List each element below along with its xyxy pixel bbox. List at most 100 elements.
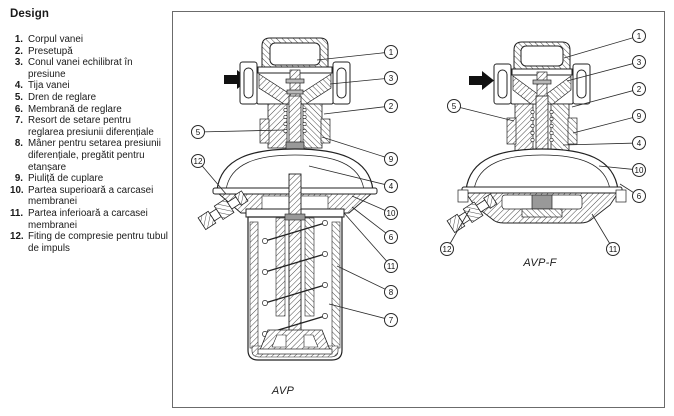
callout-leader-line [316, 51, 392, 61]
callout-balloon [440, 242, 454, 256]
callout-leader-line [323, 105, 392, 115]
parts-list-item: 8. Mâner pentru setarea presiunii diferen… [10, 138, 174, 173]
parts-list-item: 7. Resort de setare pentru reglarea presi… [10, 115, 174, 138]
part-description: Piuliță de cuplare [28, 173, 104, 185]
callout-leader-line [351, 206, 392, 238]
callout-balloon [632, 136, 646, 150]
callout-number: 10 [387, 209, 396, 218]
parts-list-item: 5. Dren de reglare [10, 92, 174, 104]
callout-leader-line [453, 105, 515, 122]
part-description: Partea inferioară a carcasei membranei [28, 207, 148, 231]
part-number: 5. [14, 91, 23, 103]
part-number: 7. [14, 115, 23, 127]
part-description: Mâner pentru setarea presiunii diferenți… [28, 138, 161, 173]
callout-balloon [632, 163, 646, 177]
callout-number: 6 [389, 233, 394, 242]
parts-list-item: 11. Partea inferioară a carcasei membrane… [10, 208, 174, 231]
part-description: Fiting de compresie pentru tubul de impu… [28, 231, 168, 254]
parts-list-item: 6.Membrană de reglare [10, 104, 174, 116]
avp-valve-drawing [197, 37, 378, 361]
callout-number: 4 [637, 139, 642, 148]
callout-balloon [632, 189, 646, 203]
callout-number: 11 [387, 262, 396, 271]
part-number: 9. [14, 173, 23, 185]
part-number: 3. [14, 57, 23, 69]
callout-leader-line [566, 61, 640, 82]
callout-number: 11 [609, 245, 618, 254]
callout-leader-line [571, 88, 640, 108]
part-description: Corpul vanei [28, 34, 84, 45]
callout-leader-line [308, 165, 392, 187]
avpf-valve-drawing [446, 41, 627, 234]
part-number: 11. [10, 207, 24, 219]
callout-number: 9 [389, 155, 394, 164]
callout-leader-line [572, 115, 640, 134]
part-number: 10. [10, 184, 24, 196]
callout-number: 6 [637, 192, 642, 201]
callout-balloon [606, 242, 620, 256]
callout-balloon [632, 55, 646, 69]
part-number: 8. [14, 138, 23, 150]
parts-list-item: 9. Piuliță de cuplare [10, 173, 174, 185]
part-description: Resort de setare pentru reglarea presiun… [28, 115, 154, 138]
callout-number: 8 [389, 288, 394, 297]
callout-leader-line [329, 77, 392, 85]
callout-number: 1 [389, 48, 394, 57]
callout-number: 10 [635, 166, 644, 175]
callout-balloon [447, 99, 461, 113]
callout-balloon [384, 259, 398, 273]
part-number: 4. [14, 80, 23, 92]
callout-balloon [632, 109, 646, 123]
callout-balloon [384, 313, 398, 327]
callout-balloon [384, 179, 398, 193]
avpf-label: AVP-F [523, 257, 557, 269]
callout-number: 2 [389, 102, 394, 111]
part-number: 2. [14, 45, 23, 57]
callout-number: 9 [637, 112, 642, 121]
page-title: Design [10, 8, 49, 20]
parts-list-item: 4. Tija vanei [10, 80, 174, 92]
part-description: Presetupă [28, 45, 73, 57]
callout-number: 7 [389, 316, 394, 325]
callout-balloon [191, 125, 205, 139]
callout-balloon [384, 152, 398, 166]
avp-callouts: 1 3 2 5 9 12 4 10 6 11 8 7 [191, 45, 398, 327]
part-description: Tija vanei [28, 80, 70, 92]
callout-leader-line [562, 142, 640, 146]
callout-balloon [384, 99, 398, 113]
callout-leader-line [197, 129, 285, 133]
part-description: Dren de reglare [28, 91, 97, 103]
callout-leader-line [336, 265, 392, 293]
parts-list-item: 3. Conul vanei echilibrat în presiune [10, 57, 174, 80]
parts-list-item: 10.Partea superioară a carcasei membrane… [10, 185, 174, 208]
callout-balloon [384, 230, 398, 244]
callout-balloon [384, 206, 398, 220]
parts-list-item: 12. Fiting de compresie pentru tubul de i… [10, 231, 174, 254]
part-description: Membrană de reglare [28, 103, 122, 115]
callout-number: 12 [194, 157, 203, 166]
callout-balloon [632, 82, 646, 96]
callout-number: 4 [389, 182, 394, 191]
callout-number: 3 [389, 74, 394, 83]
callout-balloon [384, 45, 398, 59]
callout-leader-line [563, 35, 640, 59]
part-description: Conul vanei echilibrat în presiune [28, 57, 133, 80]
callout-leader-line [446, 208, 471, 250]
avp-label: AVP [271, 385, 295, 397]
callout-leader-line [197, 160, 227, 195]
part-number: 12. [10, 231, 24, 243]
callout-balloon [384, 71, 398, 85]
flow-arrow-icon [469, 71, 494, 90]
callout-number: 3 [637, 58, 642, 67]
callout-number: 1 [637, 32, 642, 41]
callout-number: 2 [637, 85, 642, 94]
callout-leader-line [321, 136, 392, 160]
callout-balloon [632, 29, 646, 43]
callout-number: 5 [452, 102, 457, 111]
callout-number: 5 [196, 128, 201, 137]
callout-leader-line [328, 303, 392, 321]
callout-balloon [191, 154, 205, 168]
